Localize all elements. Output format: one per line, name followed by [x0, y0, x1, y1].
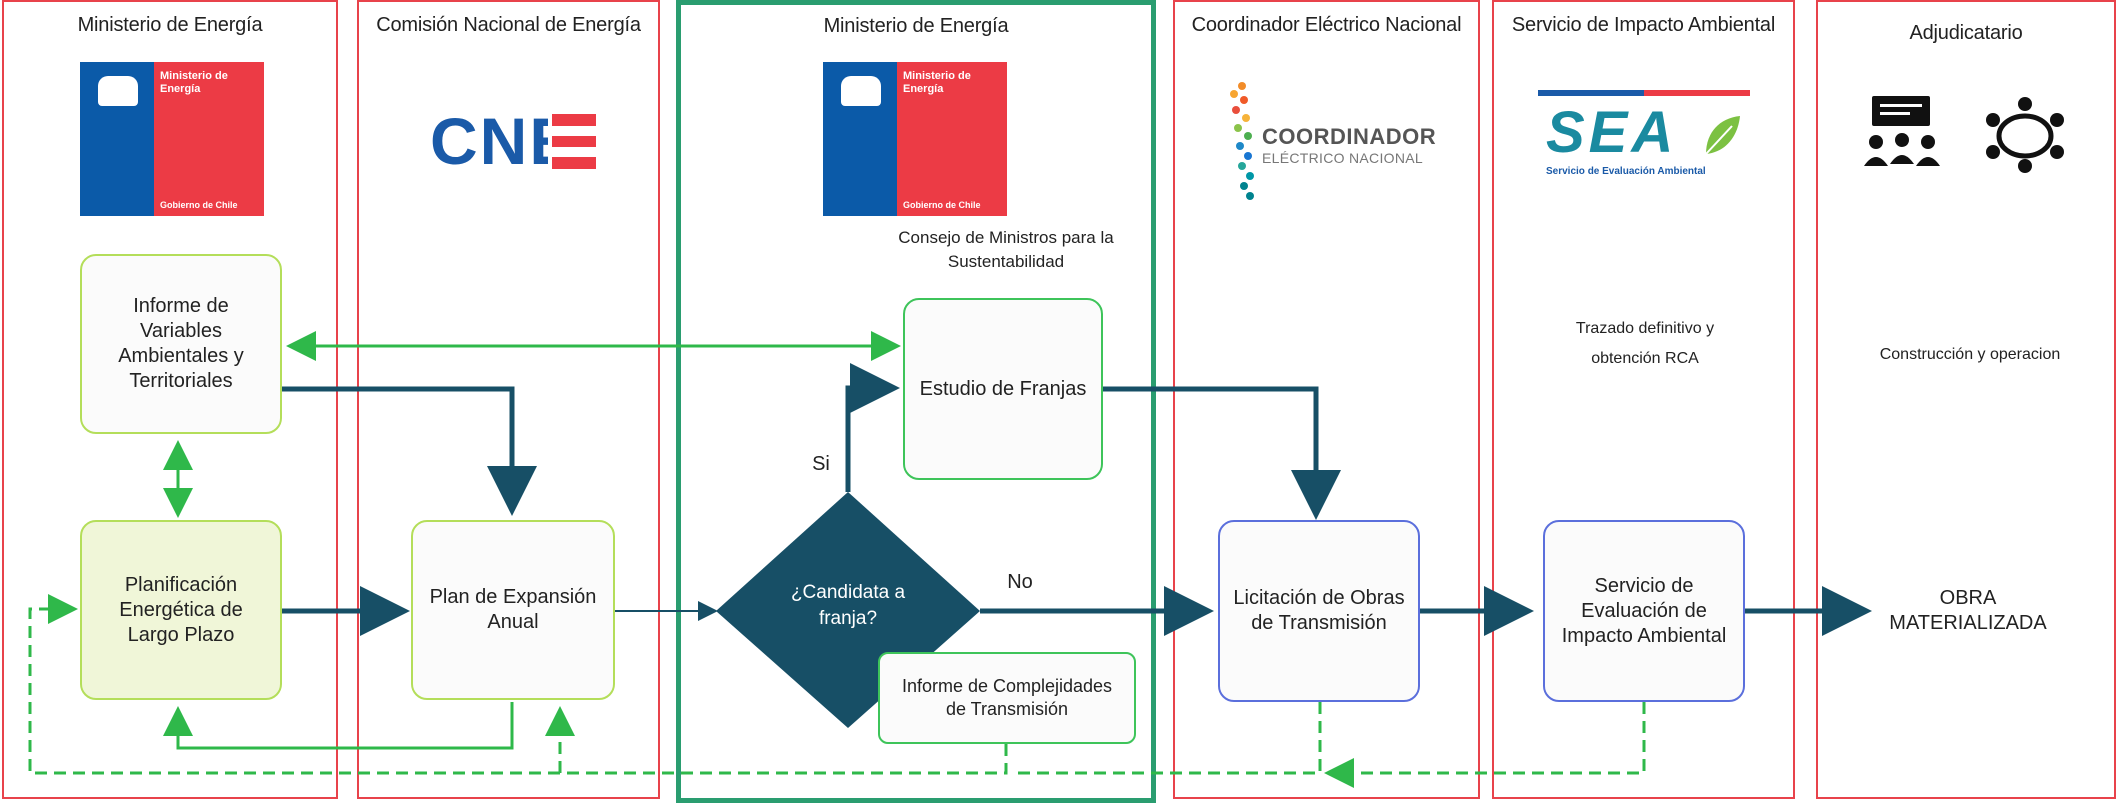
planificacion-box: Planificación Energética de Largo Plazo — [80, 520, 282, 700]
ministerio-energia-logo: Ministerio de Energía Gobierno de Chile — [80, 62, 264, 216]
sea-logo: SEA Servicio de Evaluación Ambiental — [1538, 90, 1750, 182]
ministerio-energia-logo: Ministerio de Energía Gobierno de Chile — [823, 62, 1007, 216]
lane-adjudicatario: Adjudicatario — [1816, 0, 2116, 799]
box-label: Planificación Energética de Largo Plazo — [119, 573, 243, 646]
construccion-label: Construcción y operacion — [1879, 346, 2061, 363]
plan-expansion-box: Plan de Expansión Anual — [411, 520, 615, 700]
box-label: Licitación de Obras de Transmisión — [1233, 587, 1405, 634]
conference-table-icon — [1986, 97, 2064, 173]
logo-footer: Gobierno de Chile — [160, 200, 238, 210]
box-label: Servicio de Evaluación de Impacto Ambien… — [1561, 574, 1727, 647]
lane-title: Ministerio de Energía — [77, 14, 263, 36]
informe-variables-box: Informe de Variables Ambientales y Terri… — [80, 254, 282, 434]
box-label: Plan de Expansión Anual — [429, 586, 597, 633]
leaf-icon — [1705, 116, 1740, 155]
meeting-icon — [1864, 96, 1940, 166]
trazado-label: Trazado definitivo y obtención RCA — [1575, 320, 1715, 367]
consejo-ministros-label: Consejo de Ministros para la Sustentabil… — [898, 228, 1114, 271]
coordinador-dots-icon — [1230, 82, 1254, 200]
logo-text: Ministerio de — [160, 70, 228, 82]
logo-text: Energía — [160, 83, 201, 95]
box-label: Estudio de Franjas — [919, 377, 1087, 400]
lane-title: Adjudicatario — [1909, 22, 2023, 44]
lane-sea: Servicio de Impacto Ambiental — [1492, 0, 1795, 799]
cne-logo: CNE — [430, 108, 600, 174]
lane-title: Coordinador Eléctrico Nacional — [1191, 14, 1462, 36]
sea-logo-text: SEA — [1546, 100, 1678, 165]
lane-title: Servicio de Impacto Ambiental — [1511, 14, 1776, 36]
decision-diamond-label: ¿Candidata a franja? — [790, 582, 906, 629]
no-label: No — [1007, 571, 1033, 593]
lane-ministerio-energia-1: Ministerio de Energía — [2, 0, 338, 799]
si-label: Si — [812, 453, 830, 475]
coordinador-logo-subtitle: ELÉCTRICO NACIONAL — [1262, 150, 1423, 166]
coordinador-logo: COORDINADOR ELÉCTRICO NACIONAL — [1222, 80, 1442, 204]
logo-text: Ministerio de — [903, 70, 971, 82]
logo-footer: Gobierno de Chile — [903, 200, 981, 210]
lane-coordinador: Coordinador Eléctrico Nacional — [1173, 0, 1480, 799]
lane-title: Ministerio de Energía — [823, 15, 1009, 37]
servicio-evaluacion-box: Servicio de Evaluación de Impacto Ambien… — [1543, 520, 1745, 702]
box-label: Informe de Variables Ambientales y Terri… — [118, 295, 244, 392]
sea-logo-subtitle: Servicio de Evaluación Ambiental — [1546, 166, 1706, 177]
obra-materializada-label: OBRA MATERIALIZADA — [1889, 587, 2047, 634]
licitacion-box: Licitación de Obras de Transmisión — [1218, 520, 1420, 702]
coordinador-logo-title: COORDINADOR — [1262, 124, 1437, 149]
informe-complejidades-box: Informe de Complejidades de Transmisión — [878, 652, 1136, 744]
lane-ministerio-energia-2: Ministerio de Energía — [676, 0, 1156, 803]
box-label: Informe de Complejidades de Transmisión — [901, 676, 1113, 719]
lane-cne: Comisión Nacional de Energía — [357, 0, 660, 799]
logo-text: Energía — [903, 83, 944, 95]
estudio-franjas-box: Estudio de Franjas — [903, 298, 1103, 480]
lane-title: Comisión Nacional de Energía — [376, 14, 641, 36]
